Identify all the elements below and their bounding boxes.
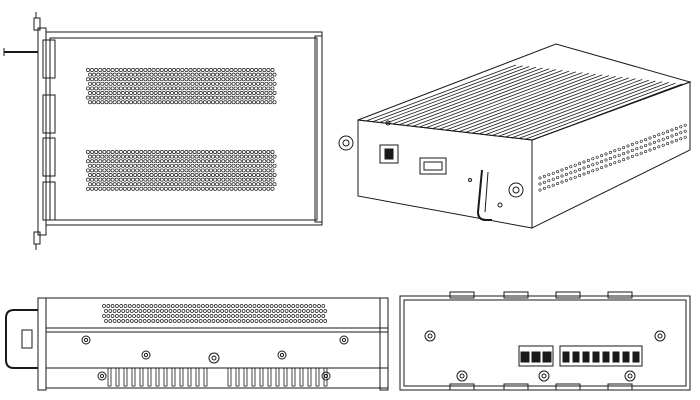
plate-connectors	[42, 39, 56, 221]
terminal-block-small	[518, 345, 554, 367]
rear-top-tabs	[449, 291, 633, 391]
front-plate	[37, 27, 47, 236]
iso-handle	[476, 169, 492, 221]
vent-grill-lower	[86, 150, 277, 191]
side-view	[5, 297, 389, 391]
display-window	[419, 157, 447, 175]
terminal-block-large	[559, 345, 643, 367]
side-heatsink-fins	[107, 367, 328, 387]
rear-panel	[399, 295, 691, 391]
power-switch	[379, 144, 399, 164]
iso-heatsink-fins	[365, 64, 683, 141]
chassis-outline	[45, 31, 323, 226]
rear-view	[399, 291, 691, 391]
iso-top	[357, 43, 692, 141]
side-front-plate	[37, 297, 47, 391]
side-body	[45, 297, 389, 369]
iso-side-vent	[538, 123, 687, 192]
iso-side	[531, 81, 691, 229]
thumb-screw-right	[508, 182, 524, 198]
vent-grill-upper	[86, 68, 277, 105]
side-mounting-holes	[81, 335, 349, 381]
side-vent-grill	[102, 304, 328, 323]
rear-holes	[424, 330, 666, 382]
top-view	[3, 12, 323, 250]
side-handle	[5, 309, 38, 369]
thumb-screw-left	[338, 135, 354, 151]
isometric-view	[338, 43, 692, 229]
